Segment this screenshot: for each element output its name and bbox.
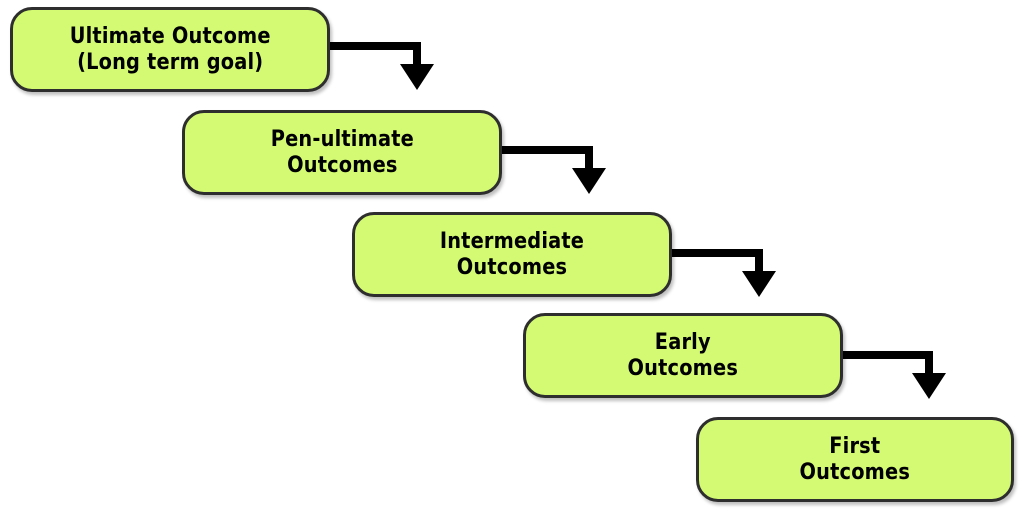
node-ultimate-outcome[interactable]: Ultimate Outcome (Long term goal) [10, 7, 330, 92]
node-label-early-outcomes: Early Outcomes [627, 329, 739, 381]
node-pen-ultimate-outcomes[interactable]: Pen-ultimate Outcomes [182, 110, 502, 195]
node-label-first-outcomes: First Outcomes [799, 433, 911, 485]
node-label-pen-ultimate-outcomes: Pen-ultimate Outcomes [270, 126, 414, 178]
node-first-outcomes[interactable]: First Outcomes [696, 417, 1014, 502]
node-early-outcomes[interactable]: Early Outcomes [523, 313, 843, 398]
node-intermediate-outcomes[interactable]: Intermediate Outcomes [352, 212, 672, 297]
node-label-ultimate-outcome: Ultimate Outcome (Long term goal) [69, 23, 271, 75]
node-label-intermediate-outcomes: Intermediate Outcomes [439, 228, 585, 280]
